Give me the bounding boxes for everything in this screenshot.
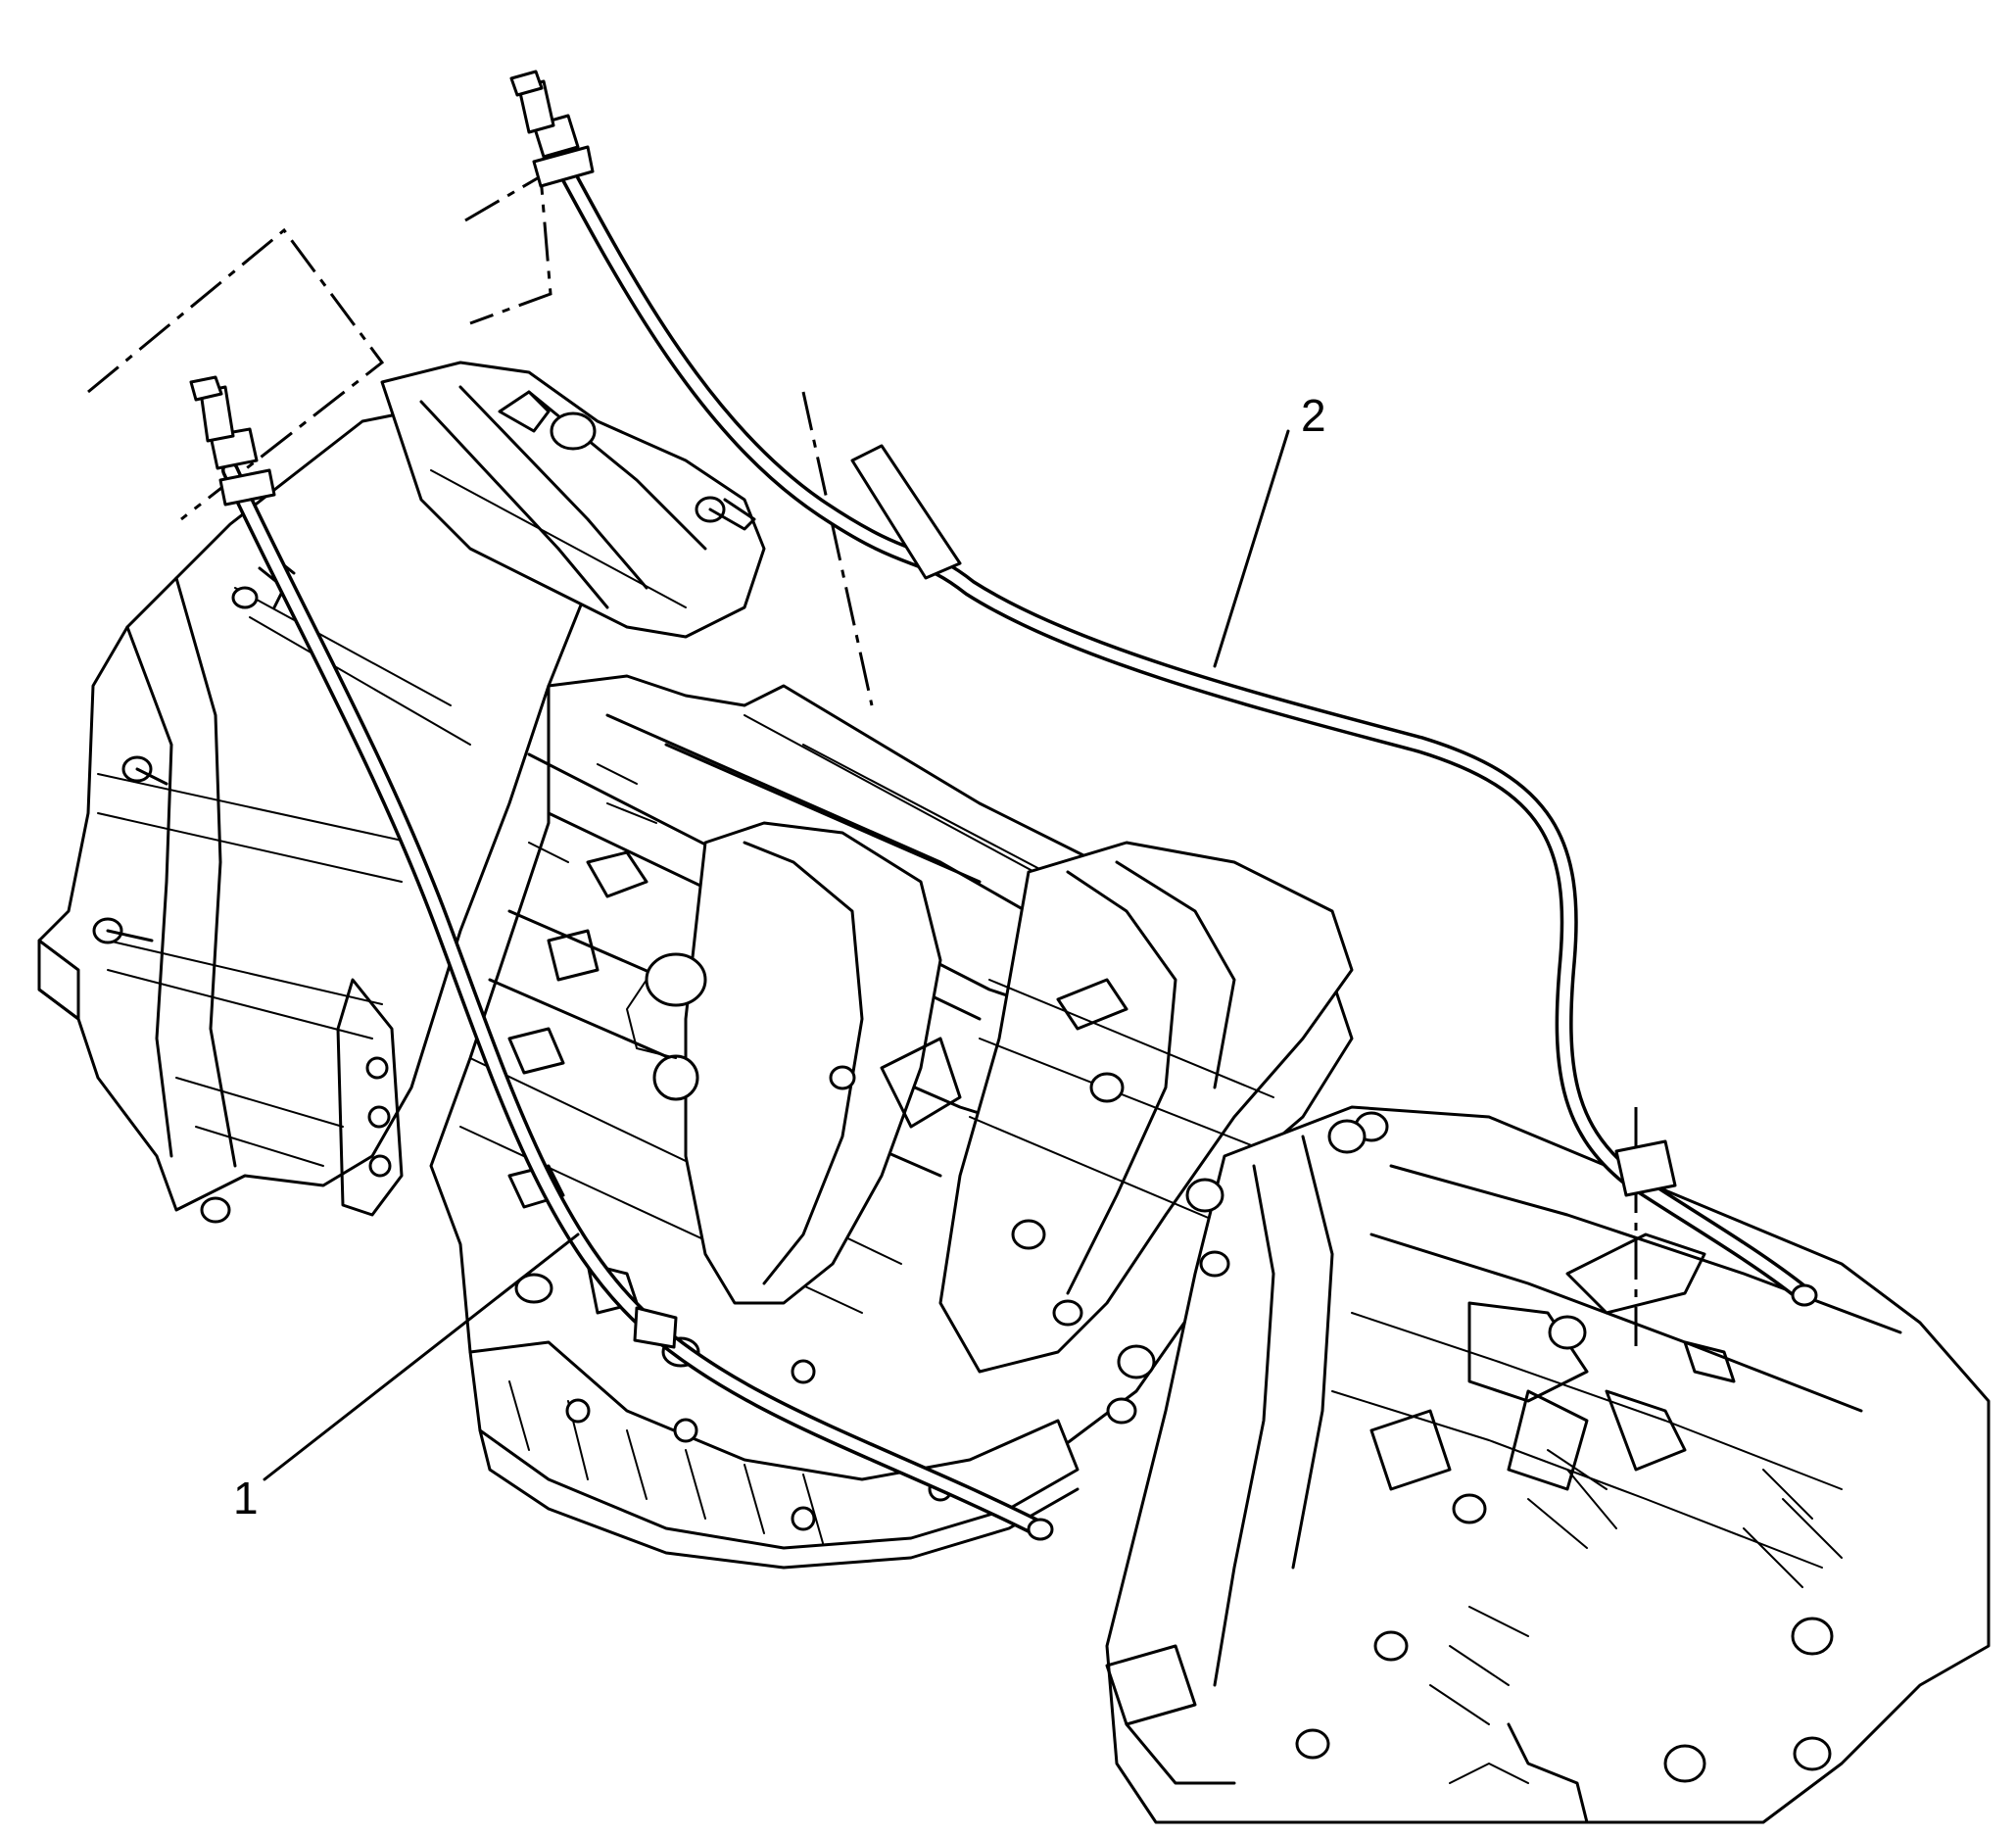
connector-detail-frames [87, 173, 1638, 1352]
callout-2: 2 [1301, 390, 1326, 441]
extension-housing [880, 841, 1354, 1374]
transmission-assembly [37, 173, 1991, 1824]
main-case-upper [380, 361, 766, 639]
leader-lines [263, 429, 1290, 1481]
case-bolts [829, 1065, 1367, 1425]
bell-housing [37, 410, 590, 1224]
vent-hose-2 [509, 70, 1818, 1307]
callout-1: 1 [233, 1473, 259, 1523]
transfer-case [1105, 1105, 1991, 1824]
vent-hose-1 [189, 375, 1054, 1541]
